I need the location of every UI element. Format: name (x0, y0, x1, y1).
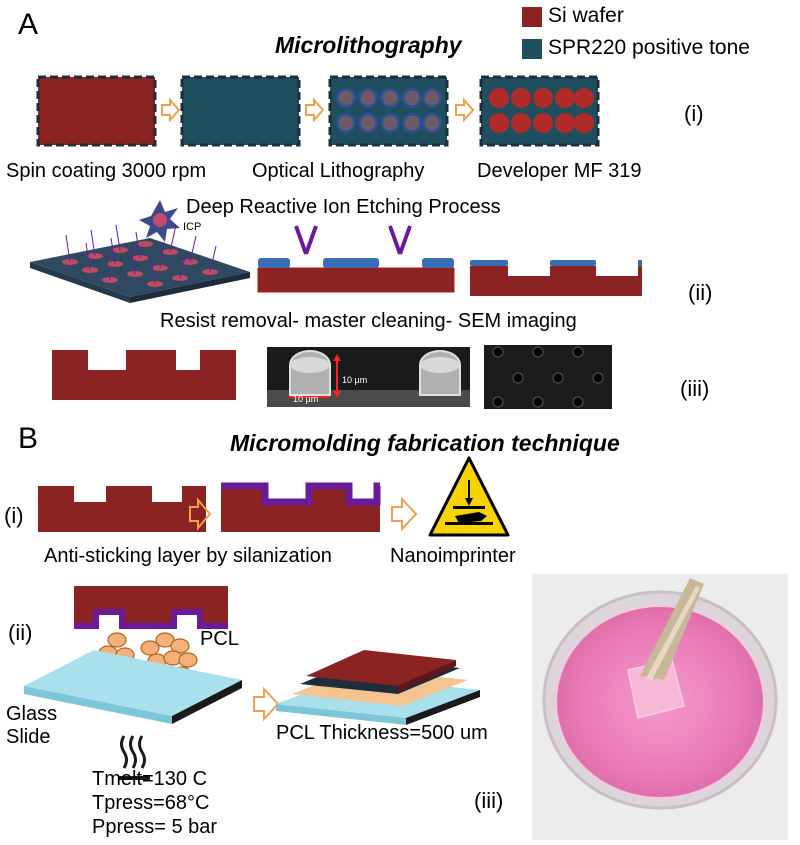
label-anti-sticking: Anti-sticking layer by silanization (44, 545, 332, 567)
ion-beams (65, 224, 217, 285)
wafer-spin-coated (36, 75, 157, 147)
label-glass: Glass (6, 703, 58, 725)
label-nanoimprinter: Nanoimprinter (390, 545, 516, 567)
inverted-mold (74, 586, 228, 626)
warning-crush-icon (428, 456, 510, 537)
master-mold (38, 486, 206, 532)
legend-swatch-si-wafer (522, 7, 542, 27)
condition-tpress: Tpress=68°C (92, 792, 210, 814)
label-pcl: PCL (200, 628, 239, 650)
silanized-mold (221, 486, 380, 532)
etched-spots (62, 241, 218, 287)
panel-a-title: Microlithography (275, 32, 462, 58)
arrow-icon (161, 97, 181, 123)
sem-image-top (484, 345, 612, 409)
condition-tmelt: Tmelt=130 C (92, 768, 208, 790)
arrow-icon (455, 97, 475, 123)
legend-label-resist: SPR220 positive tone (548, 36, 750, 59)
cleaned-master (52, 350, 236, 400)
tilted-wafer (30, 238, 250, 297)
panel-b-title: Micromolding fabrication technique (230, 430, 620, 456)
panel-a-letter: A (18, 8, 39, 41)
stack-mold (306, 650, 456, 686)
roman-a-ii: (ii) (688, 280, 713, 305)
sem-width-label: 10 µm (293, 394, 319, 404)
icp-label: ICP (183, 221, 202, 233)
label-spin-coating: Spin coating 3000 rpm (6, 160, 207, 182)
exposed-dots (335, 87, 443, 134)
legend-swatch-resist (522, 39, 542, 59)
step-a-i-diagram (36, 75, 600, 147)
legend-label-si-wafer: Si wafer (548, 4, 624, 27)
step-a-ii-diagram (30, 200, 642, 303)
arrow-icon (305, 97, 325, 123)
condition-ppress: Ppress= 5 bar (92, 816, 218, 838)
roman-a-iii: (iii) (680, 376, 710, 401)
roman-b-iii: (iii) (474, 788, 504, 813)
label-developer: Developer MF 319 (477, 160, 642, 182)
wafer-exposed (180, 75, 301, 147)
label-optical-lithography: Optical Lithography (252, 160, 425, 182)
wafer-cross-section-2 (470, 266, 642, 296)
step-b-i-diagram (38, 456, 510, 537)
label-pcl-thickness: PCL Thickness=500 um (276, 722, 488, 744)
label-drie-process: Deep Reactive Ion Etching Process (186, 196, 501, 218)
arrow-icon (189, 497, 212, 531)
step-a-iii-diagram (52, 345, 612, 409)
sem-height-label: 10 µm (342, 375, 368, 385)
roman-b-i: (i) (4, 503, 24, 528)
roman-a-i: (i) (684, 101, 704, 126)
label-resist-removal: Resist removal- master cleaning- SEM ima… (160, 310, 577, 332)
panel-b-letter: B (18, 422, 39, 455)
arrow-icon (253, 686, 280, 722)
etch-arrow-icon (294, 225, 412, 255)
heat-icon (118, 735, 150, 780)
roman-b-ii: (ii) (8, 620, 33, 645)
icp-star-icon (139, 200, 180, 242)
label-slide: Slide (6, 726, 51, 748)
wafer-cross-section-1 (257, 267, 455, 293)
glass-slide (24, 650, 242, 716)
anti-sticking-layer (221, 482, 381, 506)
arrow-icon (391, 496, 418, 532)
developed-dots (489, 88, 594, 133)
